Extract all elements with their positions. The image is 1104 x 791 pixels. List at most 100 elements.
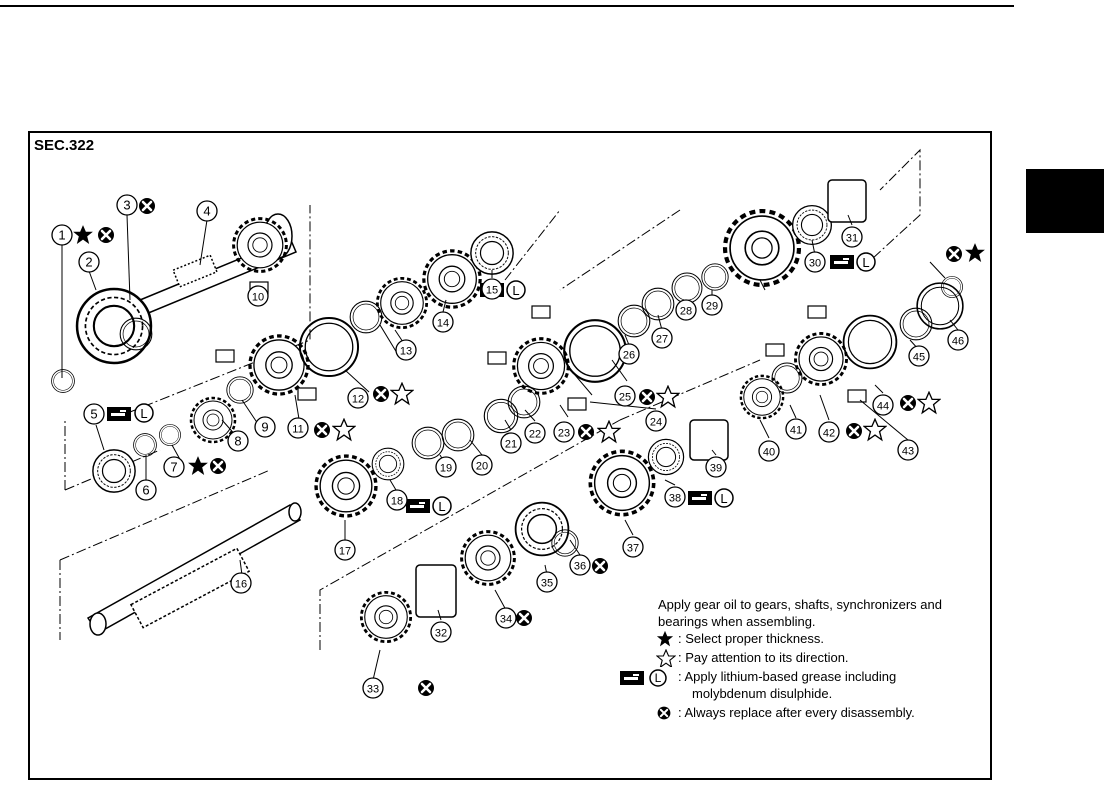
callout-number-36: 36 bbox=[574, 561, 586, 573]
callout-circle-44 bbox=[872, 394, 894, 416]
callout-number-42: 42 bbox=[823, 428, 835, 440]
callout-number-31: 31 bbox=[846, 233, 858, 245]
callout-number-13: 13 bbox=[400, 346, 412, 358]
callout-number-27: 27 bbox=[656, 334, 668, 346]
callout-number-43: 43 bbox=[902, 446, 914, 458]
callout-number-8: 8 bbox=[234, 434, 241, 449]
replace-icon bbox=[656, 705, 672, 721]
callout-number-24: 24 bbox=[650, 417, 662, 429]
callout-number-39: 39 bbox=[710, 463, 722, 475]
diagram-frame bbox=[28, 131, 992, 780]
callout-circle-23 bbox=[553, 421, 575, 443]
grease-l-text-30: L bbox=[862, 255, 869, 270]
callout-circle-46 bbox=[947, 329, 969, 351]
callout-number-12: 12 bbox=[352, 394, 364, 406]
grease-l-mark-30 bbox=[856, 252, 876, 272]
alignment-lines bbox=[59, 148, 921, 650]
callout-number-29: 29 bbox=[706, 301, 718, 313]
callout-circle-25 bbox=[614, 385, 636, 407]
callout-circle-32 bbox=[430, 621, 452, 643]
legend-direction: : Pay attention to its direction. bbox=[678, 650, 849, 665]
callout-number-22: 22 bbox=[529, 429, 541, 441]
grease-l-text-5: L bbox=[140, 406, 147, 421]
callout-circle-12 bbox=[347, 387, 369, 409]
callout-circle-43 bbox=[897, 439, 919, 461]
callout-circle-18 bbox=[386, 489, 408, 511]
legend: Apply gear oil to gears, shafts, synchro… bbox=[618, 596, 978, 723]
callout-circle-16 bbox=[230, 572, 252, 594]
grease-legend-letter: L bbox=[655, 671, 662, 685]
callout-number-37: 37 bbox=[627, 543, 639, 555]
callout-number-25: 25 bbox=[619, 392, 631, 404]
callout-number-5: 5 bbox=[90, 407, 97, 422]
callout-number-41: 41 bbox=[790, 425, 802, 437]
header-rule bbox=[0, 5, 1014, 7]
callout-number-28: 28 bbox=[680, 306, 692, 318]
callout-number-34: 34 bbox=[500, 614, 512, 626]
callout-circle-29 bbox=[701, 294, 723, 316]
callout-number-23: 23 bbox=[558, 428, 570, 440]
callout-number-30: 30 bbox=[809, 258, 821, 270]
callout-circle-39 bbox=[705, 456, 727, 478]
callout-circle-7 bbox=[163, 456, 185, 478]
callout-circle-15 bbox=[481, 278, 503, 300]
callout-circle-35 bbox=[536, 571, 558, 593]
callout-number-21: 21 bbox=[505, 439, 517, 451]
legend-row-replace: : Always replace after every disassembly… bbox=[618, 704, 978, 723]
callout-number-46: 46 bbox=[952, 336, 964, 348]
callout-circle-4 bbox=[196, 200, 218, 222]
callout-number-40: 40 bbox=[763, 447, 775, 459]
mainshaft bbox=[86, 502, 302, 636]
callout-number-33: 33 bbox=[367, 684, 379, 696]
grease-l-mark-5 bbox=[134, 403, 154, 423]
callout-circle-37 bbox=[622, 536, 644, 558]
callout-circle-42 bbox=[818, 421, 840, 443]
grease-l-text-18: L bbox=[438, 499, 445, 514]
callout-circle-27 bbox=[651, 327, 673, 349]
callout-circle-3 bbox=[116, 194, 138, 216]
legend-intro: Apply gear oil to gears, shafts, synchro… bbox=[658, 597, 942, 629]
legend-row-grease: L : Apply lithium-based grease including… bbox=[618, 668, 978, 704]
callout-circle-2 bbox=[78, 251, 100, 273]
grease-l-mark-38 bbox=[714, 488, 734, 508]
callout-circle-21 bbox=[500, 432, 522, 454]
callout-number-10: 10 bbox=[252, 292, 264, 304]
callout-number-3: 3 bbox=[123, 198, 130, 213]
callout-circle-28 bbox=[675, 299, 697, 321]
legend-row-star: : Select proper thickness. bbox=[618, 630, 978, 649]
callout-number-32: 32 bbox=[435, 628, 447, 640]
callout-number-38: 38 bbox=[669, 493, 681, 505]
callout-circle-5 bbox=[83, 403, 105, 425]
legend-replace: : Always replace after every disassembly… bbox=[678, 705, 915, 720]
callout-circle-6 bbox=[135, 479, 157, 501]
callout-circle-36 bbox=[569, 554, 591, 576]
callout-circle-31 bbox=[841, 226, 863, 248]
callout-circle-19 bbox=[435, 456, 457, 478]
callout-number-45: 45 bbox=[913, 352, 925, 364]
callout-circle-26 bbox=[618, 343, 640, 365]
callout-circle-10 bbox=[247, 285, 269, 307]
grease-l-text-38: L bbox=[720, 491, 727, 506]
callout-number-26: 26 bbox=[623, 350, 635, 362]
callout-circle-9 bbox=[254, 416, 276, 438]
callout-circle-41 bbox=[785, 418, 807, 440]
callout-number-11: 11 bbox=[292, 424, 303, 436]
legend-grease-line2: molybdenum disulphide. bbox=[692, 686, 833, 701]
outline-star-icon bbox=[656, 649, 676, 667]
callout-marks: L L L L L bbox=[73, 196, 985, 698]
callout-circle-45 bbox=[908, 345, 930, 367]
callout-number-15: 15 bbox=[486, 285, 498, 297]
callout-circle-38 bbox=[664, 486, 686, 508]
callout-number-2: 2 bbox=[85, 255, 92, 270]
callout-number-16: 16 bbox=[235, 579, 247, 591]
grease-icon: L bbox=[620, 669, 667, 687]
callout-circle-33 bbox=[362, 677, 384, 699]
callout-number-44: 44 bbox=[877, 401, 889, 413]
grease-l-text-15: L bbox=[512, 283, 519, 298]
callout-circle-22 bbox=[524, 422, 546, 444]
callout-circle-20 bbox=[471, 454, 493, 476]
callout-number-9: 9 bbox=[261, 420, 268, 435]
section-tab bbox=[1026, 169, 1104, 233]
